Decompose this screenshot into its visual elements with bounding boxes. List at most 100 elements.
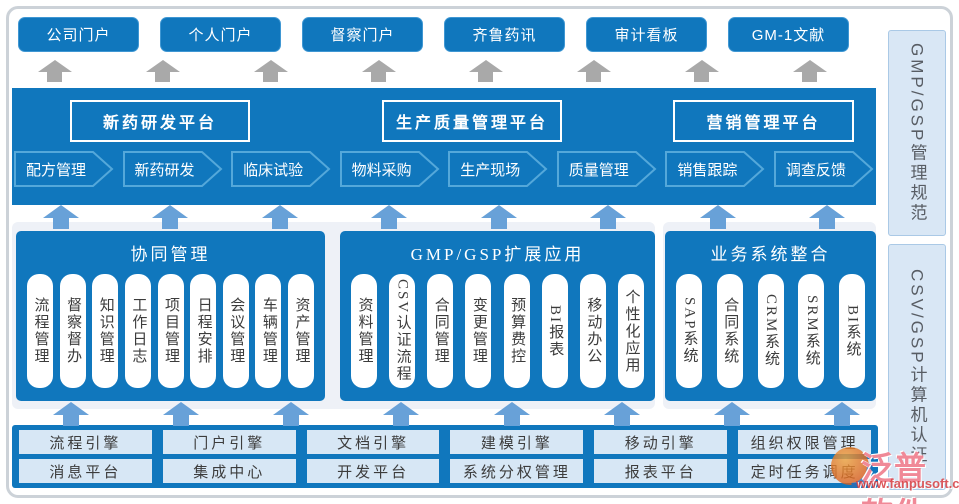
module-pill: CSV认证流程 [389,274,416,388]
process-step-label: 配方管理 [25,161,86,179]
process-step-label: 新药研发 [134,161,195,179]
engine-cell: 门户引擎 [162,430,296,454]
module-pill: 会议管理 [222,274,249,388]
process-step-chevron: 配方管理 [14,151,114,187]
portal-button: GM-1文献 [728,17,849,52]
module-pill-label: 预算费控 [509,297,526,365]
module-pill: BI系统 [839,274,865,388]
up-arrow-icon [145,60,180,83]
module-pill-label: CSV认证流程 [394,279,411,383]
module-pill-label: 督察督办 [65,297,82,365]
up-arrow-icon [273,402,310,426]
band-arrow-row [43,205,845,229]
up-arrow-icon [493,402,530,426]
engine-container: 流程引擎 门户引擎 文档引擎 建模引擎 移动引擎 组织权限管理 消息平台 集成中… [12,425,878,488]
chevron-outline-icon [773,151,874,187]
module-pill-label: 资产管理 [293,297,310,365]
module-box-title: 协同管理 [130,245,211,264]
engine-row-1: 流程引擎 门户引擎 文档引擎 建模引擎 移动引擎 组织权限管理 [19,430,871,454]
up-arrow-icon [699,205,736,229]
process-step-chevron: 新药研发 [122,151,223,187]
module-pill: 移动办公 [579,274,606,388]
up-arrow-icon [480,205,517,229]
module-pill-label: 知识管理 [97,297,114,365]
engine-row-2: 消息平台 集成中心 开发平台 系统分权管理 报表平台 定时任务调度 [19,459,871,483]
chevron-outline-icon [556,151,657,187]
process-step-chevron: 临床试验 [231,151,331,187]
module-pill: 车辆管理 [255,274,282,388]
engine-cell: 流程引擎 [19,430,152,454]
module-box-gmp-extension: GMP/GSP扩展应用 资料管理 CSV认证流程 合同管理 变更管理 [340,231,655,401]
module-pill-label: 项目管理 [163,297,179,365]
up-arrow-icon [792,60,827,83]
chevron-outline-icon [448,151,548,187]
module-pill: 工作日志 [124,274,151,388]
side-panel-label: GMP/GSP管理规范 [907,42,927,224]
side-panel-gmp-gsp: GMP/GSP管理规范 [888,30,946,236]
process-step-chevron: 调查反馈 [773,151,874,187]
module-pill: 资料管理 [351,274,377,388]
engine-cell: 文档引擎 [306,430,440,454]
module-pill-list: SAP系统 合同系统 CRM系统 SRM系统 BI系统 [665,274,876,388]
up-arrow-icon [577,60,612,83]
engine-cell: 开发平台 [306,459,440,483]
module-pill-label: 流程管理 [32,297,49,365]
module-pill-label: 合同管理 [432,297,449,365]
module-pill-label: 合同系统 [722,297,739,365]
module-pill-label: SRM系统 [803,295,820,367]
process-step-label: 调查反馈 [785,161,846,179]
engine-cell: 消息平台 [19,459,152,483]
module-pill: BI报表 [541,274,568,388]
module-pill: 合同管理 [427,274,454,388]
module-pill-label: 移动办公 [585,297,602,365]
module-pill-label: 车辆管理 [260,297,277,365]
module-pill: CRM系统 [757,274,784,388]
engine-cell: 组织权限管理 [738,430,871,454]
engine-cell: 建模引擎 [450,430,584,454]
portal-button: 个人门户 [160,17,281,52]
module-pill-label: BI系统 [844,304,861,358]
up-arrow-icon [152,205,189,229]
up-arrow-icon [590,205,627,229]
process-step-chevron: 生产现场 [448,151,548,187]
module-pill-label: CRM系统 [763,294,779,368]
portal-row: 公司门户 个人门户 督察门户 齐鲁药讯 审计看板 GM-1文献 [18,17,849,52]
process-step-label: 销售跟踪 [677,161,738,179]
platform-title-quality: 生产质量管理平台 [382,100,562,142]
module-box-business-integration: 业务系统整合 SAP系统 合同系统 CRM系统 SRM系统 [665,231,876,401]
platform-band: 新药研发平台 生产质量管理平台 营销管理平台 配方管理 新药研发 [12,88,876,205]
up-arrow-icon [38,60,72,83]
module-pill: 知识管理 [92,274,119,388]
platform-title-marketing: 营销管理平台 [673,100,854,142]
up-arrow-icon [163,402,200,426]
module-pill-list: 资料管理 CSV认证流程 合同管理 变更管理 预算费控 [340,274,655,388]
up-arrow-icon [43,205,79,229]
module-pill: SAP系统 [676,274,702,388]
up-arrow-icon [713,402,750,426]
up-arrow-icon [823,402,860,426]
up-arrow-icon [371,205,408,229]
module-pill: 预算费控 [503,274,530,388]
module-pill: 督察督办 [59,274,86,388]
module-pill: 变更管理 [465,274,492,388]
up-arrow-icon [469,60,504,83]
portal-button: 督察门户 [302,17,423,52]
up-arrow-icon [253,60,288,83]
module-box-title: 业务系统整合 [710,245,831,264]
module-pill: 项目管理 [157,274,184,388]
process-step-chevron: 物料采购 [339,151,440,187]
module-pill: 资产管理 [288,274,314,388]
chevron-outline-icon [14,151,114,187]
portal-button: 齐鲁药讯 [444,17,565,52]
engine-cell: 报表平台 [594,459,728,483]
process-chevron-row: 配方管理 新药研发 临床试验 [14,151,874,187]
up-arrow-icon [383,402,420,426]
module-pill-label: 个性化应用 [623,288,640,374]
module-pill: 日程安排 [190,274,217,388]
up-arrow-icon [808,205,845,229]
module-pill-label: SAP系统 [681,297,698,365]
engine-cell: 系统分权管理 [450,459,584,483]
portal-button: 审计看板 [586,17,707,52]
platform-title-rd: 新药研发平台 [70,100,250,142]
